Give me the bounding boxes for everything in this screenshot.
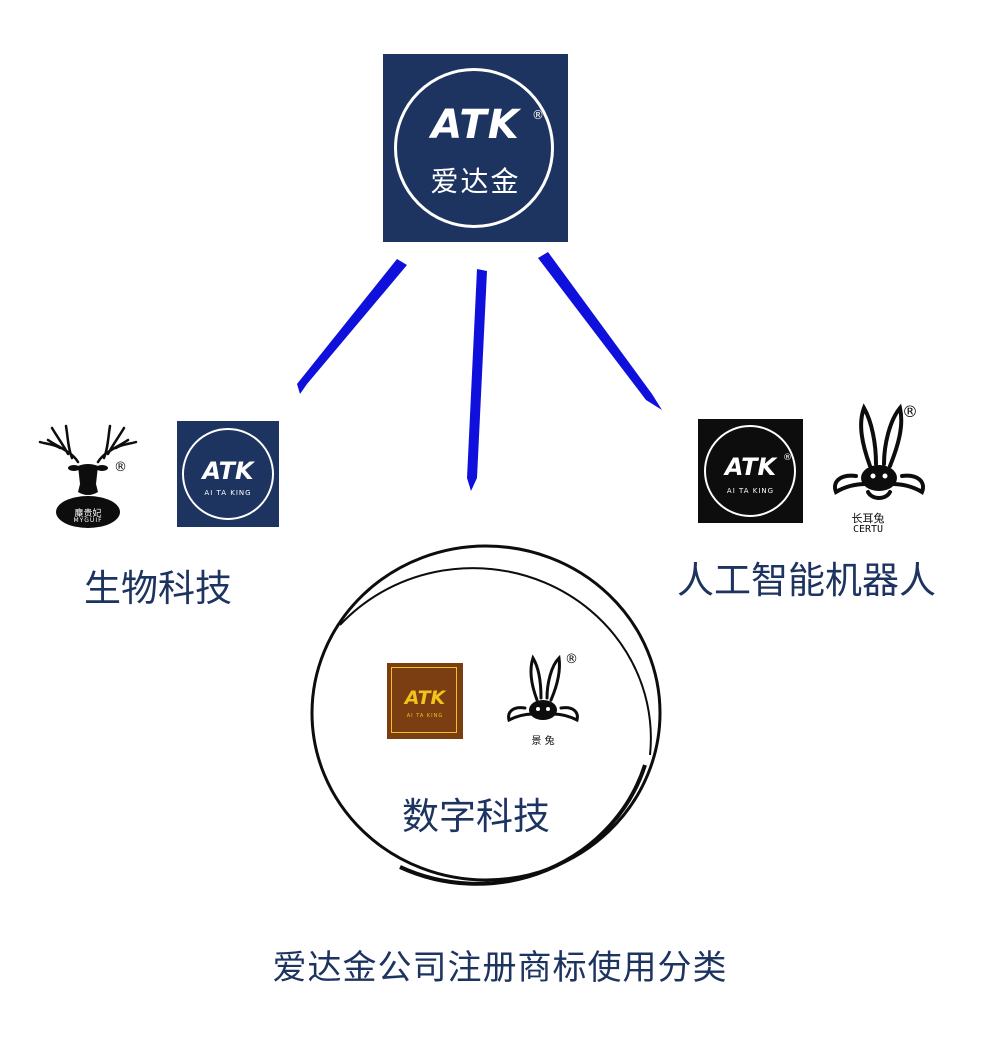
deer-logo-registered: ®	[114, 460, 127, 475]
digital-rabbit-registered: ®	[565, 652, 578, 667]
ai-rabbit-text: 长耳兔	[851, 512, 885, 525]
rabbit-icon	[833, 403, 925, 500]
deer-icon	[38, 424, 138, 528]
rabbit-icon	[507, 654, 579, 723]
digital-atk-brand: ATK	[404, 687, 446, 709]
digital-atk-logo: ATK AI TA KING	[387, 663, 463, 739]
main-logo-registered: ®	[532, 108, 544, 122]
bio-label: 生物科技	[84, 567, 232, 610]
page-caption: 爱达金公司注册商标使用分类	[272, 948, 728, 988]
ai-atk-registered: ®	[783, 453, 792, 463]
ai-rabbit-subtext: CERTU	[852, 524, 884, 535]
main-atk-logo: ATK ® 爱达金	[383, 54, 568, 242]
ai-atk-ring	[704, 425, 796, 517]
ai-atk-brand: ATK	[724, 453, 777, 481]
bio-atk-brand: ATK	[202, 457, 254, 485]
connector-left	[297, 259, 407, 394]
deer-logo-text: 麋贵妃	[74, 509, 102, 519]
connector-center	[467, 269, 487, 491]
main-logo-name: 爱达金	[430, 165, 521, 198]
ai-atk-subtext: AI TA KING	[726, 487, 775, 495]
deer-logo: 麋贵妃 MYGUIF ®	[38, 418, 138, 530]
digital-rabbit-text: 景 兔	[531, 736, 555, 747]
digital-atk-frame	[391, 667, 457, 733]
ai-rabbit-logo: 长耳兔 CERTU ®	[828, 402, 930, 542]
digital-circle	[310, 544, 662, 886]
main-logo-ring	[394, 68, 554, 228]
digital-atk-subtext: AI TA KING	[406, 713, 444, 719]
ai-rabbit-registered: ®	[902, 402, 918, 421]
bio-atk-logo: ATK AI TA KING	[177, 421, 279, 527]
connector-right	[538, 252, 662, 410]
digital-rabbit-logo: 景 兔 ®	[503, 652, 583, 750]
digital-label: 数字科技	[402, 795, 550, 838]
bio-atk-ring	[182, 428, 274, 520]
connector-group	[297, 252, 662, 491]
ai-atk-logo: ATK ® AI TA KING	[698, 419, 803, 523]
deer-logo-subtext: MYGUIF	[73, 517, 103, 524]
main-logo-brand: ATK	[431, 102, 520, 148]
ai-label: 人工智能机器人	[677, 559, 936, 602]
bio-atk-subtext: AI TA KING	[204, 489, 252, 497]
